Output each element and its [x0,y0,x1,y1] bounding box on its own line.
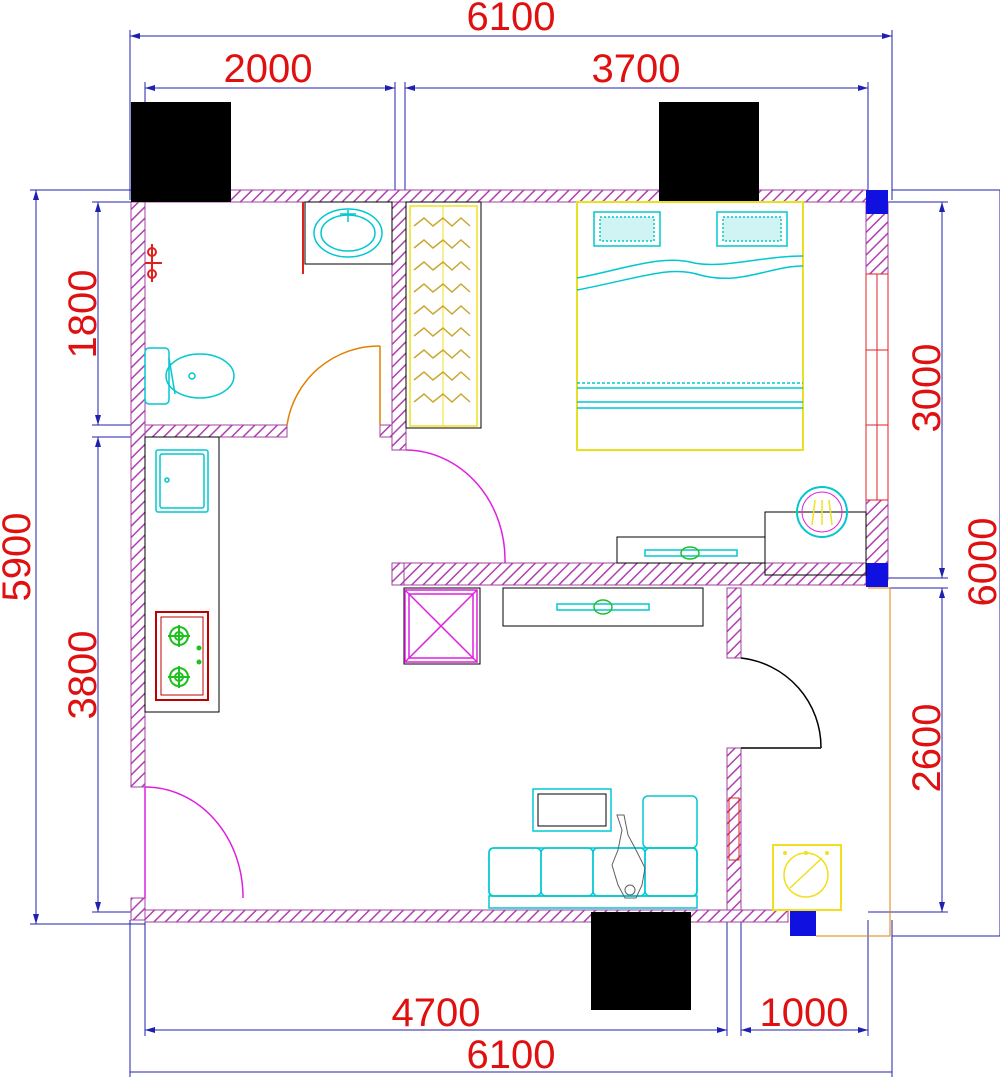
balcony-outline [816,587,891,937]
dimension-arrows [33,33,945,1033]
kitchen-sink-icon [155,449,209,513]
wardrobe-icon [405,201,482,429]
toilet-icon [144,347,235,405]
balcony-door [740,657,822,749]
wardrobe-hanger [413,326,471,338]
sofa-icon [488,795,698,909]
wardrobe-hanger [413,216,471,228]
bedroom-tv-shelf [616,536,766,564]
wardrobe-hanger [413,348,471,360]
fridge-icon [403,587,481,665]
dim-left-total: 5900 [0,513,39,602]
dim-right-lower: 2600 [905,704,949,793]
dim-top-total: 6100 [467,0,556,39]
sink-icon [304,201,393,265]
bathroom-door [286,345,381,426]
dim-top-right: 3700 [592,47,681,91]
dim-right-total: 6000 [961,518,1000,607]
blue-columns [790,190,888,936]
dim-left-upper: 1800 [61,270,105,359]
washing-machine-icon [772,844,842,911]
window-right [865,273,889,501]
dim-left-lower: 3800 [61,631,105,720]
dim-bottom-total: 6100 [467,1033,556,1077]
dim-bottom-left: 4700 [392,991,481,1035]
bed-icon [576,201,804,451]
dim-right-upper: 3000 [905,344,949,433]
wardrobe-hanger [413,370,471,382]
living-tv-cabinet [502,587,704,627]
person-figure [611,814,646,899]
shower-tap-icon [145,244,162,282]
wardrobe-hanger [413,282,471,294]
wardrobe-hanger [413,238,471,250]
dimension-lines [30,30,1000,1077]
dressing-table [764,486,867,576]
stove-icon [155,611,209,701]
kitchen-counter [144,436,220,713]
wardrobe-hanger [413,260,471,272]
bedroom-door [405,449,506,564]
window-lower-inner [728,797,740,861]
walls [130,189,889,923]
wardrobe-hanger [413,392,471,404]
dim-bottom-right: 1000 [760,991,849,1035]
columns [131,102,759,1010]
wardrobe-hanger [413,304,471,316]
entry-door [144,786,244,899]
dim-top-left: 2000 [224,47,313,91]
coffee-table [532,788,612,832]
